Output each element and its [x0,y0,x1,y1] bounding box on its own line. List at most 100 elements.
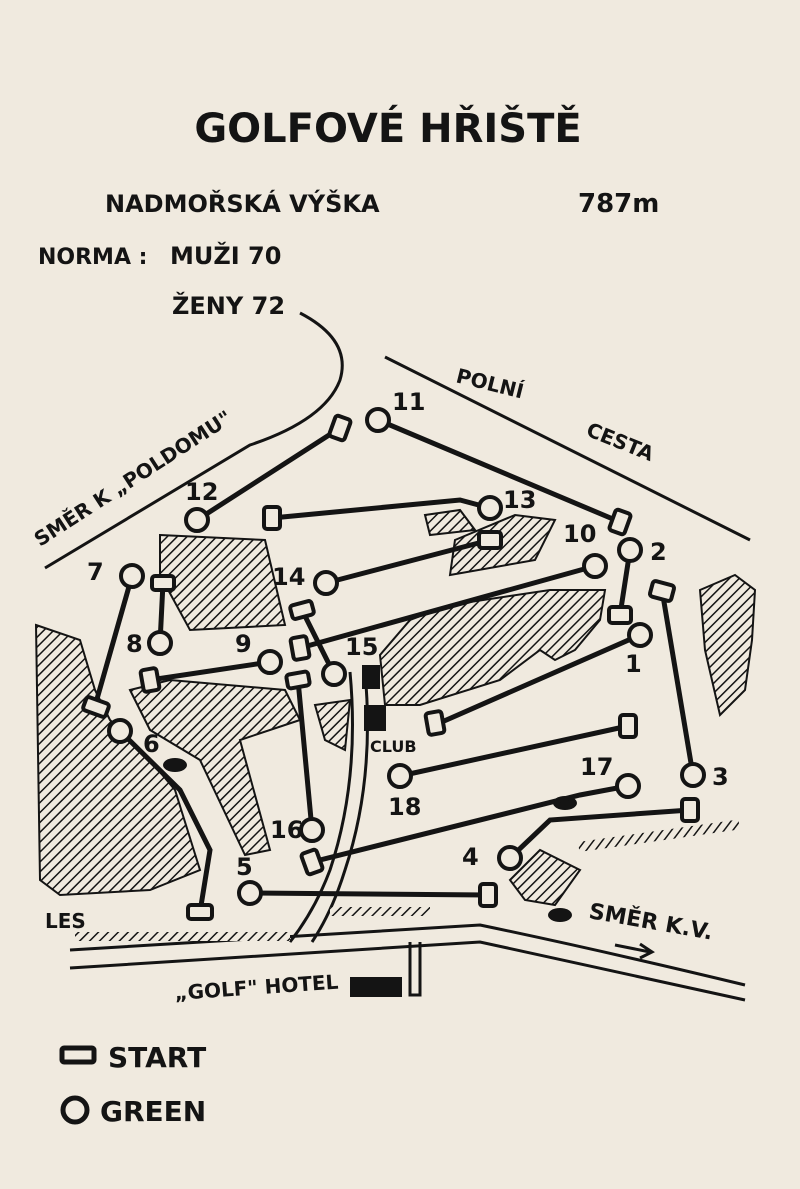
map-title: GOLFOVÉ HŘIŠTĚ [194,104,581,152]
green-1 [627,622,653,648]
main-road-upper [69,923,746,987]
pond-6 [163,758,187,772]
hole-number-4: 4 [462,843,479,871]
tees [81,413,700,921]
green-3 [680,762,706,788]
hole-number-6: 6 [143,730,160,758]
clubhouse-building [362,665,380,689]
fairway-5 [247,890,491,898]
tee-13 [262,505,282,531]
tee-17 [299,847,325,877]
hotel-road-a [288,671,354,943]
forest-label: LES [45,909,86,933]
hole-numbers: 1 2 3 4 5 6 7 8 9 10 11 12 13 14 15 16 1… [87,388,729,881]
legend-start-icon [59,1045,97,1065]
rough-area-13a [423,508,477,537]
tee-5 [478,882,498,908]
tee-18 [618,713,638,739]
tee-15 [288,599,316,621]
rough-area-12 [159,533,287,632]
rough-area-central [378,589,607,706]
fairway-12 [194,425,343,523]
green-13 [477,495,503,521]
legend-green-icon [60,1095,90,1125]
elevation-value: 787m [578,189,659,219]
tee-11 [607,507,633,537]
norma-women: ŽENY 72 [172,291,285,320]
green-18 [387,763,413,789]
tee-2 [607,605,633,625]
tee-8 [150,574,176,592]
direction-kv-arrow-icon [614,942,655,960]
green-4 [497,845,523,871]
hole-number-2: 2 [650,538,667,566]
norma-label: NORMA : [38,245,147,270]
legend: START GREEN [59,1041,206,1128]
road-label-cesta: CESTA [583,417,658,466]
fairways [92,417,696,915]
fairway-9 [147,659,273,683]
tee-12 [327,413,353,443]
green-8 [147,630,173,656]
hole-number-17: 17 [580,753,613,781]
hole-number-7: 7 [87,558,104,586]
fairway-3 [659,587,696,778]
hole-number-10: 10 [563,520,596,548]
hole-number-1: 1 [625,650,642,678]
hotel-driveway [408,942,422,997]
green-9 [257,649,283,675]
tee-10 [288,634,312,662]
green-10 [582,553,608,579]
tee-4 [680,797,700,823]
fairway-7 [92,573,135,709]
field-road [384,355,751,542]
pond-sv [548,908,572,922]
tee-3 [647,579,677,603]
road-strip-center [330,907,430,916]
direction-kv-label: SMĚR K.V. [587,898,715,945]
green-16 [299,817,325,843]
green-2 [617,537,643,563]
hole-number-9: 9 [235,630,252,658]
tee-1 [423,709,447,737]
fairway-6 [117,728,213,915]
tee-6 [186,903,214,921]
rough-area-east [698,573,757,717]
rough-area-15 [313,698,352,752]
fairway-10 [297,563,598,651]
fairway-11 [375,417,623,525]
green-17 [615,773,641,799]
road-to-poldomu [44,311,344,570]
legend-green-label: GREEN [100,1095,206,1128]
hole-number-15: 15 [345,633,378,661]
road-strip-west [75,932,290,941]
hole-number-3: 3 [712,763,729,791]
greens [107,407,706,906]
rough-area-6-9 [128,678,302,857]
main-road-lower [69,940,746,1002]
tee-7 [81,695,111,719]
hole-number-11: 11 [392,388,425,416]
hotel-building [350,977,402,997]
fairway-4 [507,807,693,861]
fairway-18 [397,723,631,779]
green-5 [237,880,263,906]
elevation-label: NADMOŘSKÁ VÝŠKA [105,188,380,218]
norma-men: MUŽI 70 [170,241,281,270]
hole-number-12: 12 [185,478,218,506]
hole-number-13: 13 [503,486,536,514]
green-15 [321,661,347,687]
green-14 [313,570,339,596]
green-12 [184,507,210,533]
hole-number-8: 8 [126,630,143,658]
tee-14 [477,530,503,550]
legend-start-label: START [108,1041,206,1074]
rough-area-4 [508,848,582,907]
green-11 [365,407,391,433]
clubhouse-annex [364,705,386,731]
fairway-17 [309,783,631,865]
fairway-16 [295,677,315,833]
terrain-areas [34,508,757,907]
tee-16 [284,669,312,691]
